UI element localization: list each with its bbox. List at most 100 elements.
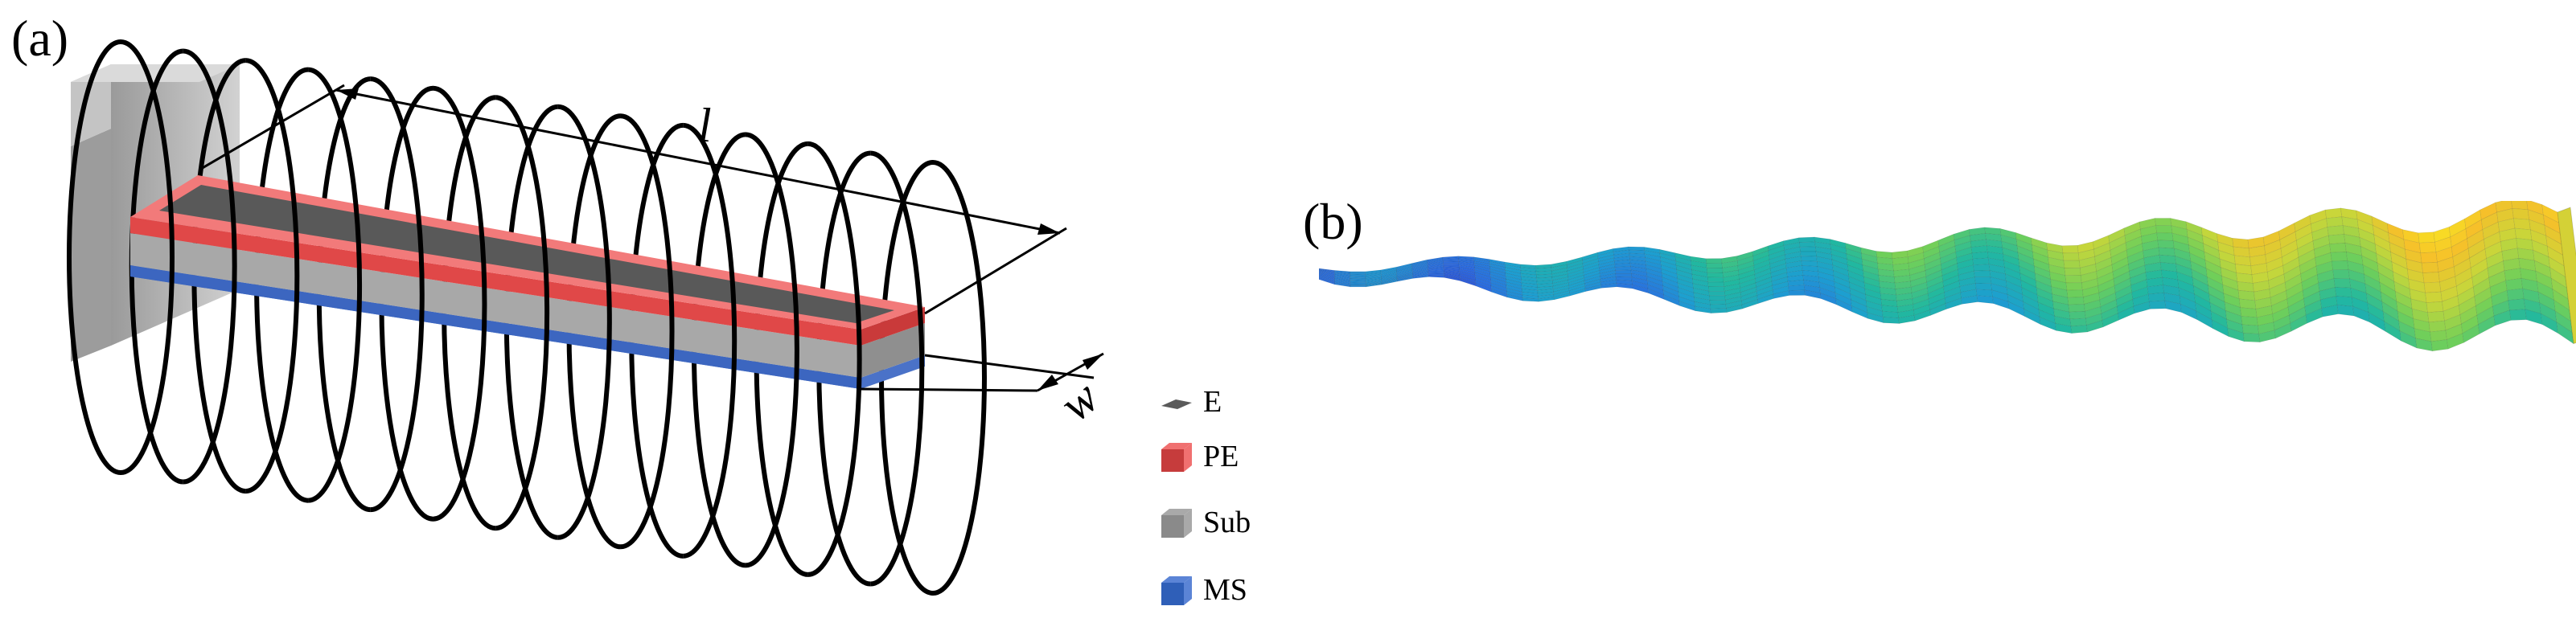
coil-loop-front — [370, 76, 425, 513]
deformed-beam-surface — [1319, 201, 2576, 352]
surface-facet — [2157, 240, 2175, 249]
surface-facet — [2336, 305, 2355, 317]
surface-facet — [2513, 218, 2531, 231]
length-label: l — [698, 99, 712, 152]
surface-facet — [1614, 266, 1632, 271]
surface-facet — [1975, 283, 1993, 291]
legend-item-substrate: Sub — [1158, 505, 1251, 540]
surface-facet — [1350, 285, 1366, 288]
magnetostrictive-swatch-icon — [1161, 576, 1192, 605]
coil-front — [120, 39, 987, 596]
coil-loop-front — [183, 48, 237, 485]
surface-facet — [2064, 268, 2081, 276]
piezoelectric-swatch-icon — [1161, 443, 1192, 472]
surface-facet — [1973, 264, 1991, 272]
surface-facet — [2063, 260, 2081, 268]
electrode-layer — [159, 185, 894, 323]
surface-facet — [2327, 234, 2346, 244]
legend-label: Sub — [1203, 506, 1251, 539]
surface-facet — [2066, 289, 2084, 298]
surface-facet — [2061, 244, 2079, 254]
surface-facet — [2509, 309, 2527, 321]
surface-facet — [2064, 275, 2082, 284]
surface-facet — [1709, 299, 1727, 305]
electrode-swatch-shape — [1161, 399, 1192, 409]
surface-facet — [1706, 268, 1723, 273]
surface-facet — [2326, 216, 2344, 227]
legend-label: E — [1203, 385, 1222, 419]
surface-facet — [2067, 297, 2085, 305]
surface-facet — [2421, 261, 2439, 273]
surface-facet — [2158, 247, 2175, 256]
surface-facet — [2065, 282, 2083, 291]
coil-loop-front — [620, 113, 675, 550]
surface-facet — [1976, 295, 1994, 304]
surface-facet — [1799, 241, 1816, 248]
surface-facet — [1974, 270, 1991, 278]
surface-facet — [2155, 218, 2172, 227]
surface-facet — [2505, 278, 2524, 291]
surface-facet — [1705, 258, 1723, 264]
surface-facet — [1709, 295, 1726, 301]
surface-facet — [1788, 285, 1806, 291]
surface-facet — [2426, 301, 2444, 313]
layered-beam — [130, 175, 925, 389]
surface-facet — [1707, 281, 1725, 288]
surface-facet — [1707, 272, 1723, 278]
surface-facet — [1799, 246, 1817, 252]
surface-facet — [2333, 278, 2352, 289]
coil-loop-front — [495, 95, 550, 531]
surface-facet — [2418, 241, 2437, 254]
surface-facet — [2418, 231, 2435, 244]
legend-label: PE — [1203, 440, 1239, 473]
surface-facet — [2068, 304, 2085, 313]
legend-item-electrode: E — [1158, 384, 1222, 420]
panel-a-label: (a) — [11, 10, 69, 67]
surface-facet — [1972, 257, 1990, 266]
coil-loop-front — [807, 141, 862, 577]
surface-facet — [2329, 243, 2347, 253]
surface-facet — [2327, 225, 2344, 236]
surface-tip-face — [2557, 207, 2576, 345]
surface-facet — [1710, 308, 1728, 313]
surface-facet — [2511, 201, 2529, 211]
surface-facet — [2508, 298, 2526, 311]
surface-facet — [1798, 236, 1816, 243]
surface-facet — [1708, 286, 1725, 292]
legend-label: MS — [1203, 573, 1247, 607]
coil-loop-back — [67, 39, 121, 475]
surface-facet — [2330, 252, 2348, 262]
coil-loop-front — [932, 160, 987, 596]
legend-item-piezoelectric: PE — [1158, 439, 1239, 474]
surface-facet — [2332, 269, 2350, 280]
electrode-swatch-icon — [1161, 399, 1192, 409]
surface-facet — [2062, 252, 2080, 261]
surface-facet — [2149, 300, 2167, 309]
surface-facet — [2423, 281, 2442, 293]
surface-facet — [2427, 310, 2445, 323]
surface-facet — [2156, 232, 2174, 241]
surface-facet — [2512, 208, 2530, 220]
surface-facet — [1800, 256, 1818, 262]
surface-facet — [1428, 275, 1445, 278]
surface-facet — [2069, 311, 2086, 320]
coil-loop-front — [557, 104, 612, 540]
surface-facet — [2242, 333, 2261, 342]
surface-facet — [2422, 272, 2440, 284]
surface-facet — [1707, 276, 1724, 283]
surface-facet — [2425, 291, 2442, 303]
coil-loop-front — [683, 122, 737, 559]
surface-mesh — [1319, 201, 2574, 352]
surface-facet — [2332, 260, 2349, 271]
surface-facet — [2241, 316, 2258, 326]
surface-facet — [2506, 288, 2525, 301]
surface-facet — [1789, 289, 1806, 296]
surface-facet — [2428, 320, 2447, 333]
surface-facet — [2420, 252, 2438, 264]
coil-loop-front — [120, 39, 175, 475]
coil-loop-front — [245, 58, 300, 494]
surface-facet — [2239, 298, 2257, 309]
surface-facet — [2335, 287, 2352, 298]
surface-facet — [1800, 251, 1818, 257]
panel-b-label: (b) — [1303, 193, 1363, 250]
